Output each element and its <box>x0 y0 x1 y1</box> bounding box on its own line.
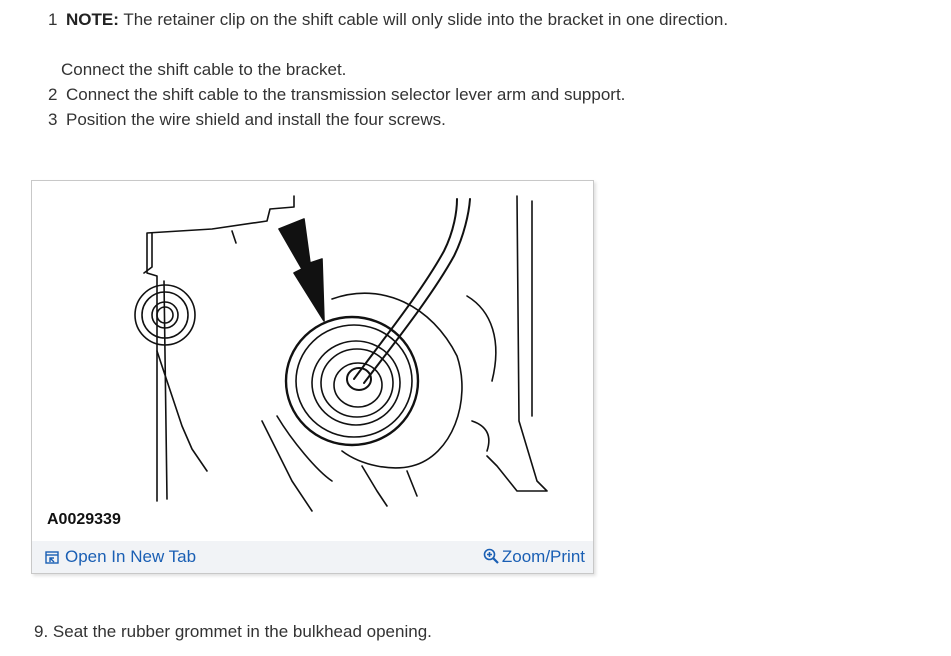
figure-toolbar: Open In New Tab Zoom/Print <box>32 541 593 573</box>
note-text: The retainer clip on the shift cable wil… <box>123 10 729 29</box>
procedure-steps: 1 NOTE: The retainer clip on the shift ca… <box>48 7 728 132</box>
open-in-new-tab-link[interactable]: Open In New Tab <box>45 547 196 567</box>
figure-id: A0029339 <box>47 511 121 528</box>
step-number: 1 <box>48 10 58 29</box>
step-2: 2 Connect the shift cable to the transmis… <box>48 82 728 107</box>
step-text: Connect the shift cable to the transmiss… <box>66 85 626 104</box>
step-text: Position the wire shield and install the… <box>66 110 446 129</box>
step-1-action: Connect the shift cable to the bracket. <box>48 57 728 82</box>
open-new-tab-icon <box>45 551 59 564</box>
step-number: 3 <box>48 110 58 129</box>
step-1: 1 NOTE: The retainer clip on the shift ca… <box>48 7 728 32</box>
zoom-icon <box>483 548 499 564</box>
step-number: 2 <box>48 85 58 104</box>
zoom-print-link[interactable]: Zoom/Print <box>483 547 585 567</box>
spacer <box>48 32 728 57</box>
step-3: 3 Position the wire shield and install th… <box>48 107 728 132</box>
note-label: NOTE: <box>66 10 119 29</box>
shift-cable-grommet-illustration <box>134 195 548 512</box>
step-9: 9. Seat the rubber grommet in the bulkhe… <box>34 622 432 641</box>
zoom-print-label: Zoom/Print <box>501 547 585 566</box>
open-in-new-tab-label: Open In New Tab <box>65 547 197 566</box>
illustration-figure: A0029339 Open In New Tab Zoom/Print <box>31 180 594 574</box>
step-text: Connect the shift cable to the bracket. <box>61 60 347 79</box>
